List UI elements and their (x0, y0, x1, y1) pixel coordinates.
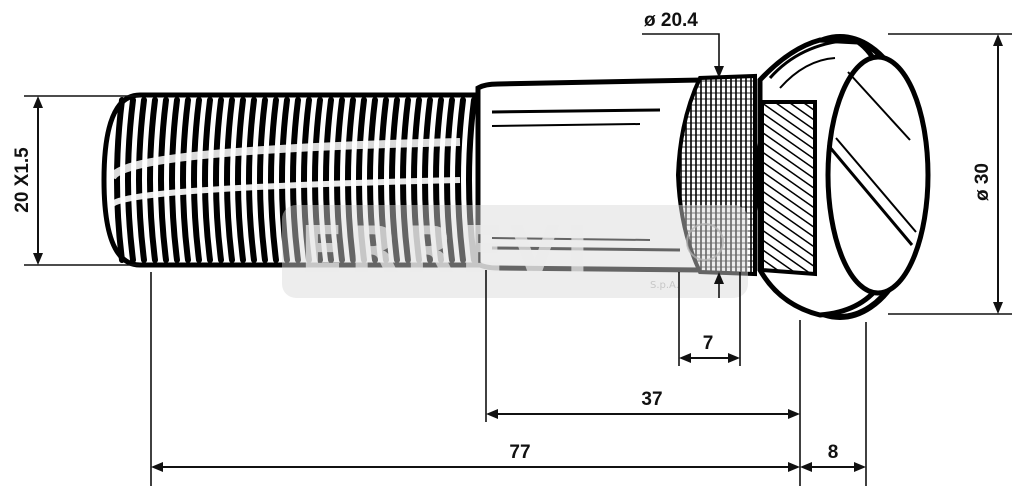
thread-ridge (345, 97, 356, 263)
dimension-head-diameter: ø 30 (888, 33, 1012, 315)
thread-ridge (224, 97, 235, 263)
threaded-section (101, 92, 481, 268)
thread-ridge (301, 97, 312, 263)
total-length-label: 77 (509, 442, 530, 463)
dimension-shoulder-diameter: ø 20.4 (642, 10, 724, 298)
thread-ridge (202, 97, 213, 263)
dimension-shank-length: 37 (485, 270, 801, 422)
thread-ridge (312, 97, 323, 263)
thread-ridge (180, 97, 191, 263)
watermark-brand: ERREVI (300, 214, 595, 288)
thread-ridge (268, 97, 279, 263)
shank-length-label: 37 (641, 389, 662, 410)
thread-ridge (158, 97, 169, 263)
thread-ridge (136, 97, 147, 263)
thread-ridge (147, 97, 158, 263)
thread-ridge (334, 97, 345, 263)
watermark: ERREVI S.p.A. (282, 205, 748, 298)
dimension-knurl-length: 7 (678, 272, 741, 366)
dimension-thread: 20 X1.5 (12, 95, 140, 266)
thread-ridge (466, 97, 477, 263)
thread-ridge (246, 97, 257, 263)
thread-ridge (114, 97, 125, 263)
thread-ridge (290, 97, 301, 263)
bolt-head (755, 34, 931, 320)
knurl-length-label: 7 (703, 333, 714, 354)
thread-ridge (125, 97, 136, 263)
dimension-head-height: 8 (800, 322, 867, 486)
head-diameter-label: ø 30 (972, 163, 993, 201)
thread-ridge (169, 97, 180, 263)
thread-ridge (257, 97, 268, 263)
thread-ridge (235, 97, 246, 263)
shoulder-diameter-label: ø 20.4 (644, 10, 698, 31)
thread-label: 20 X1.5 (12, 147, 33, 213)
thread-ridge (191, 97, 202, 263)
thread-ridge (279, 97, 290, 263)
shank-section (475, 77, 703, 273)
thread-ridge (213, 97, 224, 263)
head-height-label: 8 (828, 442, 839, 463)
thread-ridge (323, 97, 334, 263)
dimension-total-length: 77 (150, 272, 801, 486)
watermark-suffix: S.p.A. (650, 280, 679, 291)
knurled-collar (675, 73, 757, 277)
